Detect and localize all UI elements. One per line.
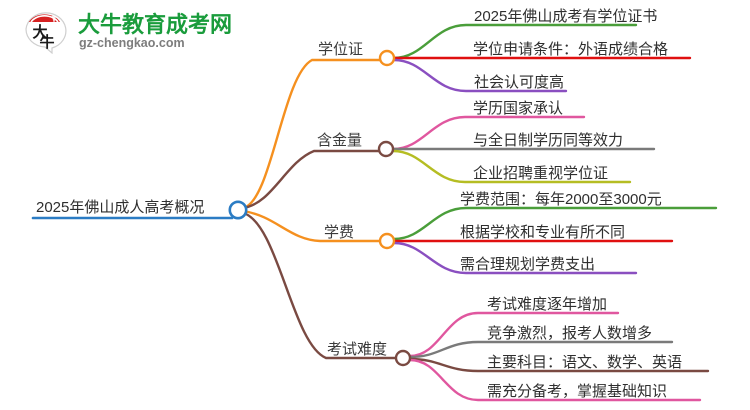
leaf-wire-3-2	[408, 357, 710, 373]
branch-label-2[interactable]: 学费	[324, 224, 355, 241]
leaf-label-1-2[interactable]: 企业招聘重视学位证	[473, 165, 609, 182]
leaf-label-2-2[interactable]: 需合理规划学费支出	[460, 256, 596, 273]
branch-wire-2	[241, 209, 382, 243]
logo-mark-icon: 大 牛	[25, 12, 67, 54]
leaf-label-0-1[interactable]: 学位申请条件：外语成绩合格	[473, 41, 669, 58]
leaf-label-3-0[interactable]: 考试难度逐年增加	[487, 296, 608, 313]
branch-wire-0	[241, 58, 382, 210]
site-logo: 大 牛 大牛教育成考网 gz-chengkao.com	[22, 6, 252, 58]
logo-brand-cn: 大牛教育成考网	[78, 12, 233, 37]
root-node-circle[interactable]	[228, 200, 248, 220]
leaf-label-3-2[interactable]: 主要科目：语文、数学、英语	[487, 354, 683, 371]
leaf-label-0-2[interactable]: 社会认可度高	[474, 74, 565, 91]
leaf-wire-1-0	[391, 115, 586, 151]
logo-brand-en: gz-chengkao.com	[79, 36, 185, 50]
branch-wire-3	[241, 211, 398, 360]
branch-label-1[interactable]: 含金量	[317, 132, 363, 149]
branch-wire-1	[241, 149, 382, 210]
branch-label-3[interactable]: 考试难度	[327, 341, 388, 358]
leaf-wire-3-0	[408, 311, 620, 358]
branch-label-0[interactable]: 学位证	[318, 41, 364, 58]
leaf-label-3-1[interactable]: 竞争激烈，报考人数增多	[487, 325, 653, 342]
branch-node-circle-3[interactable]	[394, 349, 412, 367]
svg-text:大: 大	[32, 23, 47, 41]
leaf-wire-1-2	[391, 149, 632, 184]
leaf-label-0-0[interactable]: 2025年佛山成考有学位证书	[474, 8, 658, 25]
leaf-label-2-1[interactable]: 根据学校和专业有所不同	[460, 224, 626, 241]
leaf-wire-2-0	[392, 206, 718, 241]
leaf-label-2-0[interactable]: 学费范围：每年2000至3000元	[460, 191, 662, 208]
branch-node-circle-0[interactable]	[378, 49, 396, 67]
root-label[interactable]: 2025年佛山成人高考概况	[36, 199, 205, 216]
leaf-label-3-3[interactable]: 需充分备考，掌握基础知识	[487, 383, 668, 400]
svg-text:牛: 牛	[39, 33, 54, 51]
leaf-wire-0-0	[392, 23, 638, 60]
branch-node-circle-2[interactable]	[378, 232, 396, 250]
leaf-label-1-0[interactable]: 学历国家承认	[473, 100, 564, 117]
branch-node-circle-1[interactable]	[377, 140, 395, 158]
leaf-wire-0-2	[392, 58, 568, 93]
leaf-wire-3-3	[408, 358, 702, 402]
leaf-wire-2-2	[392, 241, 638, 275]
leaf-label-1-1[interactable]: 与全日制学历同等效力	[473, 132, 624, 149]
logo-wordmark: 大牛教育成考网 gz-chengkao.com	[78, 6, 252, 56]
leaf-wire-3-1	[408, 340, 674, 359]
